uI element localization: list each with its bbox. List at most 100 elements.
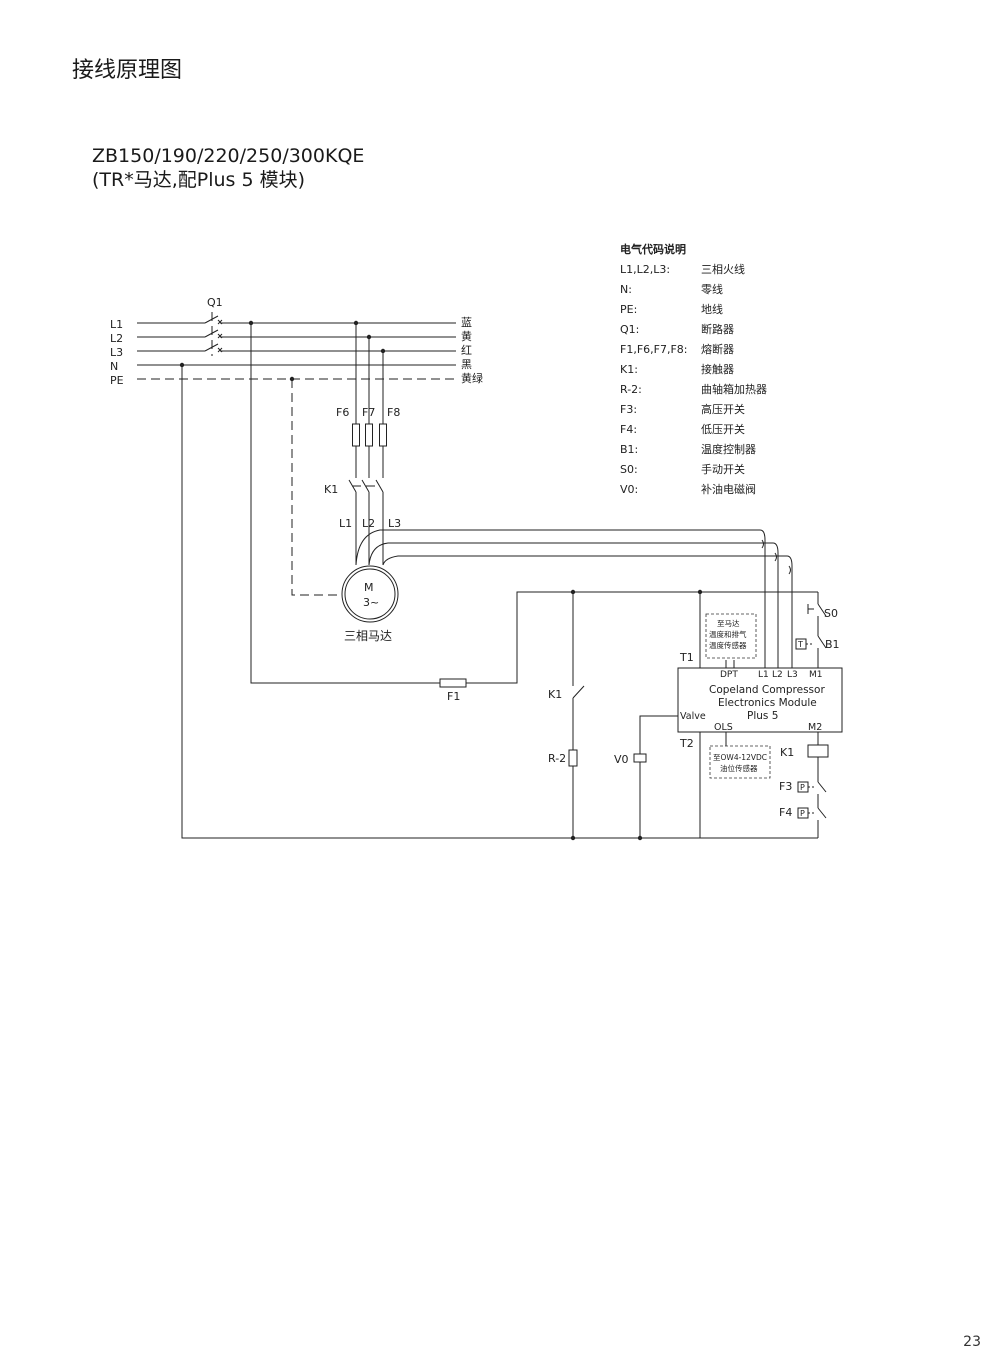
line-label-l2: L2 [110,332,123,345]
color-label-l2: 黄 [461,329,472,343]
legend-code-1: L1,L2,L3: [620,263,670,276]
legend-code-9: F4: [620,423,637,436]
legend: 电气代码说明 L1,L2,L3:三相火线 N:零线 PE:地线 Q1:断路器 F… [620,242,767,496]
terminal-m1: M1 [809,670,823,680]
pe-ground [291,379,340,596]
motor: M 3~ 三相马达 L1 L2 L3 [339,517,401,643]
legend-desc-10: 温度控制器 [701,442,756,456]
supply-lines [137,312,456,380]
safety-chain: S0 T B1 K1 P F3 P F4 [779,592,840,838]
v0-solenoid [633,753,647,763]
legend-desc-6: 接触器 [701,362,734,376]
motor-phase-l3: L3 [388,517,401,530]
temp-note-2: 温度和排气 [709,629,747,639]
k1-aux-label: K1 [548,688,562,701]
legend-code-2: N: [620,283,632,296]
line-label-l1: L1 [110,318,123,331]
r2-label: R-2 [548,752,566,765]
terminal-l1: L1 [758,670,769,680]
module-name-2: Electronics Module [718,697,817,709]
module-name-1: Copeland Compressor [709,684,825,696]
legend-desc-12: 补油电磁阀 [701,482,756,496]
terminal-l3: L3 [787,670,798,680]
temp-sensor-note: 至马达 温度和排气 温度传感器 [705,613,757,659]
fuse-label-f7: F7 [362,406,375,419]
plus5-module: T1 T2 DPT L1 L2 L3 M1 Copeland Compresso… [677,589,843,838]
module-valve: Valve [680,711,706,722]
temp-note-1: 至马达 [717,618,740,628]
f4-label: F4 [779,806,792,819]
k1-main-label: K1 [324,483,338,496]
fuse-f8 [379,423,387,447]
fuse-branch: F6 F7 F8 K1 [324,323,400,565]
valve-branch: V0 [614,715,678,841]
motor-phase: 3~ [363,596,379,609]
f1-fuse [439,678,467,688]
color-label-l3: 红 [461,344,472,357]
module-name-3: Plus 5 [747,710,778,722]
temp-note-3: 温度传感器 [709,640,747,650]
fuse-label-f8: F8 [387,406,400,419]
f3-p-text: P [800,783,805,792]
color-label-n: 黑 [461,358,472,371]
terminal-l2: L2 [772,670,783,680]
fuse-f6 [352,423,360,447]
legend-desc-8: 高压开关 [701,402,745,416]
legend-desc-3: 地线 [701,302,723,316]
f3-label: F3 [779,780,792,793]
page-title: 接线原理图 [72,58,183,83]
r2-heater [568,749,578,767]
t2-label: T2 [679,737,694,750]
legend-code-4: Q1: [620,323,639,336]
legend-code-5: F1,F6,F7,F8: [620,343,688,356]
k1-coil [807,744,829,758]
legend-desc-4: 断路器 [701,322,734,336]
line-label-pe: PE [110,374,124,387]
t1-label: T1 [679,651,694,664]
supply-labels: L1 L2 L3 N PE 蓝 黄 红 黑 黄绿 Q1 [110,296,483,387]
legend-desc-2: 零线 [701,282,723,296]
legend-desc-5: 熔断器 [701,342,734,356]
page-number: 23 [963,1334,981,1350]
v0-label: V0 [614,753,629,766]
model-line-1: ZB150/190/220/250/300KQE [92,145,365,167]
line-label-n: N [110,360,118,373]
k1-coil-label: K1 [780,746,794,759]
q1-label: Q1 [207,296,223,309]
legend-title: 电气代码说明 [620,242,686,256]
model-heading: ZB150/190/220/250/300KQE (TR*马达,配Plus 5 … [92,144,364,192]
heater-branch: K1 R-2 [548,589,585,841]
motor-to-module-wires [355,529,793,668]
terminal-dpt: DPT [720,670,738,680]
module-ols: OLS [714,722,733,733]
legend-desc-9: 低压开关 [701,422,745,436]
motor-phase-l2: L2 [362,517,375,530]
neutral-return [181,365,818,839]
module-m2: M2 [808,722,822,733]
legend-code-11: S0: [620,463,638,476]
legend-desc-7: 曲轴箱加热器 [701,382,767,396]
control-wire-l1 [250,323,818,684]
b1-t-text: T [797,640,803,649]
ols-sensor-note: 至OW4-12VDC 油位传感器 [709,745,771,779]
fuse-f7 [365,423,373,447]
color-label-pe: 黄绿 [461,371,483,385]
legend-code-3: PE: [620,303,637,316]
legend-code-10: B1: [620,443,638,456]
line-label-l3: L3 [110,346,123,359]
ols-note-2: 油位传感器 [720,763,758,773]
color-label-l1: 蓝 [461,316,472,329]
legend-code-6: K1: [620,363,638,376]
ols-note-1: 至OW4-12VDC [713,753,767,762]
f4-p-text: P [800,809,805,818]
s0-label: S0 [824,607,838,620]
motor-phase-l1: L1 [339,517,352,530]
legend-code-12: V0: [620,483,638,496]
f1-label: F1 [447,690,460,703]
legend-code-8: F3: [620,403,637,416]
legend-code-7: R-2: [620,383,642,396]
motor-m: M [364,581,374,594]
model-line-2: (TR*马达,配Plus 5 模块) [92,169,306,191]
fuse-label-f6: F6 [336,406,349,419]
